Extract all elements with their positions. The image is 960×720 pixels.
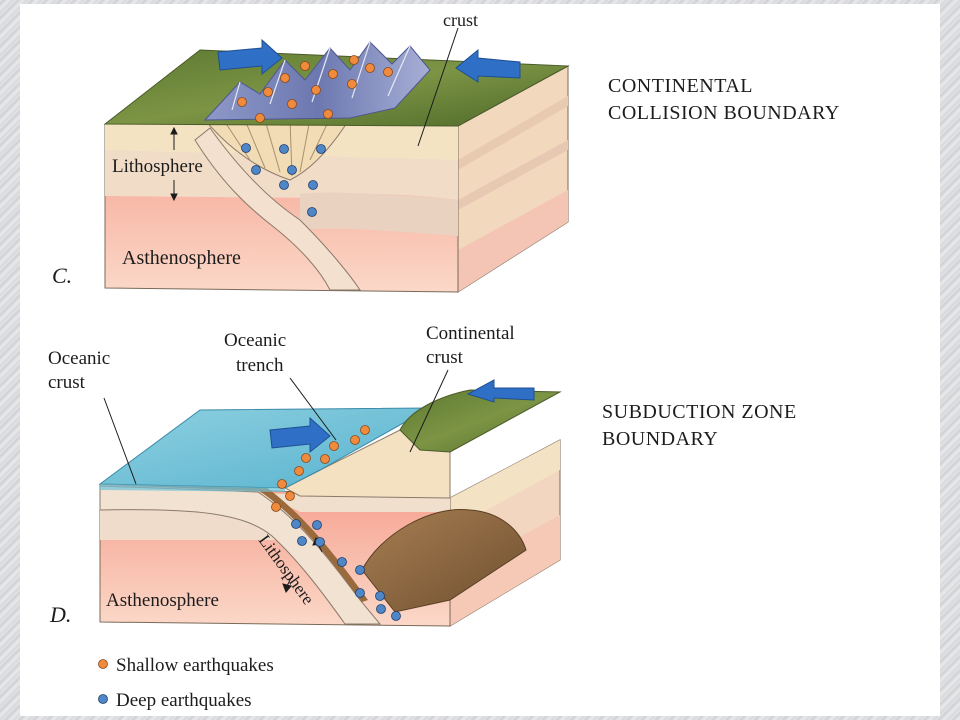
oceanic-crust-leader	[103, 397, 137, 485]
shallow-earthquake-dot	[383, 67, 393, 77]
subduction-side-asth	[450, 515, 560, 626]
subduction-block	[98, 369, 562, 627]
collision-block	[103, 27, 570, 293]
shallow-earthquake-dot	[294, 466, 304, 476]
shallow-earthquake-dot	[287, 99, 297, 109]
subduction-asthenosphere-label: Asthenosphere	[106, 590, 219, 611]
collision-crust-leader	[417, 27, 459, 147]
collision-lithosphere-right	[300, 192, 458, 236]
shallow-earthquake-dot	[255, 113, 265, 123]
shallow-earthquake-dot	[350, 435, 360, 445]
subduction-arrow-left	[466, 379, 535, 403]
collision-title-line2: COLLISION BOUNDARY	[608, 102, 840, 124]
deep-earthquake-dot	[375, 591, 385, 601]
collision-mountain-ridges	[231, 41, 411, 111]
shallow-earthquake-dot	[277, 479, 287, 489]
collision-title-line1: CONTINENTAL	[608, 75, 753, 97]
shallow-earthquake-dot	[349, 55, 359, 65]
collision-arrow-right	[217, 38, 283, 76]
deep-earthquake-dot	[315, 537, 325, 547]
shallow-earthquake-dot	[329, 441, 339, 451]
deep-earthquake-dot	[279, 144, 289, 154]
collision-earthquakes	[237, 55, 393, 217]
subduction-arrow-right	[269, 416, 331, 454]
subduction-descending-slab	[99, 485, 382, 625]
shallow-earthquake-dot	[360, 425, 370, 435]
subduction-side-crust	[450, 440, 560, 530]
oceanic-trench-label-line1: Oceanic	[224, 330, 286, 351]
oceanic-trench-leader	[289, 377, 337, 441]
deep-earthquake-dot	[307, 207, 317, 217]
collision-crumpled-crust	[203, 117, 351, 181]
shallow-earthquake-dot	[301, 453, 311, 463]
deep-earthquake-dot	[316, 144, 326, 154]
shallow-earthquake-dot	[328, 69, 338, 79]
deep-earthquake-dot	[291, 519, 301, 529]
oceanic-trench-label-line2: trench	[236, 355, 284, 376]
continental-crust-leader	[409, 369, 449, 453]
subduction-title-line1: SUBDUCTION ZONE	[602, 401, 797, 423]
deep-earthquake-dot	[355, 588, 365, 598]
deep-earthquake-dot	[241, 143, 251, 153]
shallow-earthquake-dot	[237, 97, 247, 107]
subduction-figure-letter: D.	[49, 602, 71, 627]
shallow-earthquake-dot	[323, 109, 333, 119]
collision-crust-label: crust	[443, 10, 478, 30]
collision-figure-letter: C.	[52, 263, 72, 288]
collision-arrow-left	[455, 48, 521, 83]
subduction-earthquakes	[271, 425, 401, 621]
collision-side-asth	[458, 190, 568, 292]
oceanic-crust-label-line2: crust	[48, 372, 86, 393]
deep-earthquake-dot	[308, 180, 318, 190]
shallow-earthquake-dot	[365, 63, 375, 73]
deep-earthquake-dot	[376, 604, 386, 614]
shallow-earthquake-dot	[347, 79, 357, 89]
subduction-magma-body	[361, 508, 527, 613]
subduction-ocean-edge	[100, 484, 285, 492]
legend-shallow-swatch	[98, 659, 108, 669]
collision-mountain-belt	[203, 41, 431, 121]
oceanic-crust-label-line1: Oceanic	[48, 348, 110, 369]
collision-side-band-2	[458, 140, 568, 210]
deep-earthquake-dot	[312, 520, 322, 530]
collision-lithosphere-label: Lithosphere	[112, 156, 203, 177]
shallow-earthquake-dot	[300, 61, 310, 71]
legend-shallow-label: Shallow earthquakes	[116, 655, 274, 676]
deep-earthquake-dot	[337, 557, 347, 567]
shallow-earthquake-dot	[311, 85, 321, 95]
collision-asthenosphere-label: Asthenosphere	[122, 247, 241, 269]
legend-deep-swatch	[98, 694, 108, 704]
continental-crust-label-line1: Continental	[426, 323, 515, 344]
shallow-earthquake-dot	[263, 87, 273, 97]
shallow-earthquake-dot	[320, 454, 330, 464]
legend-deep-label: Deep earthquakes	[116, 690, 252, 711]
subduction-title-line2: BOUNDARY	[602, 428, 718, 450]
collision-lithosphere-arrows	[170, 126, 178, 202]
shallow-earthquake-dot	[280, 73, 290, 83]
deep-earthquake-dot	[279, 180, 289, 190]
collision-descending-slab	[194, 127, 361, 291]
deep-earthquake-dot	[355, 565, 365, 575]
collision-side-band	[458, 96, 568, 170]
subduction-land-surface	[399, 389, 562, 453]
deep-earthquake-dot	[297, 536, 307, 546]
continental-crust-label-line2: crust	[426, 347, 464, 368]
legend: Shallow earthquakes Deep earthquakes	[98, 655, 274, 711]
deep-earthquake-dot	[287, 165, 297, 175]
shallow-earthquake-dot	[285, 491, 295, 501]
deep-earthquake-dot	[391, 611, 401, 621]
shallow-earthquake-dot	[271, 502, 281, 512]
deep-earthquake-dot	[251, 165, 261, 175]
